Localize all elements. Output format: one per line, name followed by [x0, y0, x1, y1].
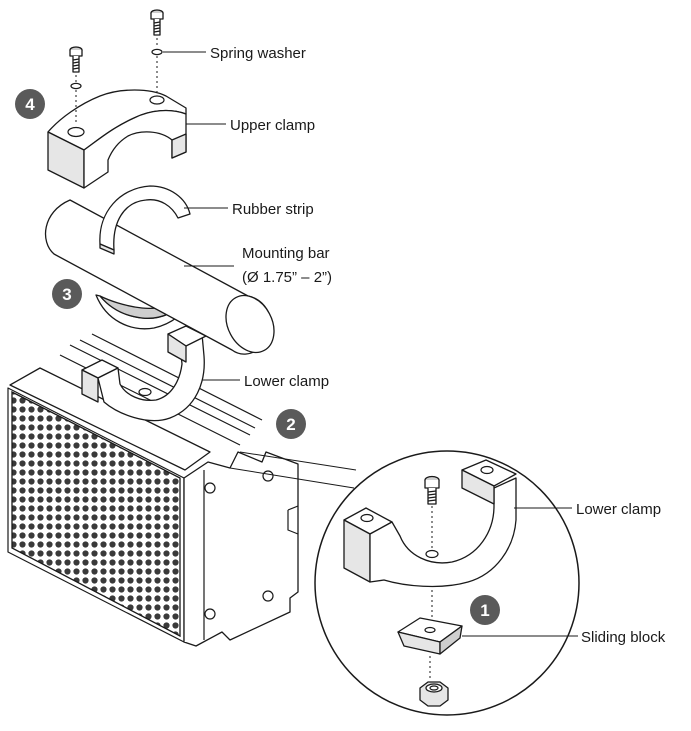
clamp-screw-hole-icon: [360, 513, 374, 523]
detail-screw: [424, 475, 440, 618]
washer-icon: [151, 48, 163, 56]
hex-nut-icon: [419, 681, 449, 707]
label-spring-washer: Spring washer: [210, 45, 306, 62]
label-lower-clamp-main: Lower clamp: [244, 373, 329, 390]
housing-hole-icon: [204, 608, 216, 620]
step-badge-4: 4: [15, 89, 45, 119]
leader-lines: [163, 51, 578, 637]
label-mounting-bar: Mounting bar: [242, 245, 330, 262]
step-badge-1: 1: [470, 595, 500, 625]
screw-left: [69, 46, 83, 124]
clamp-screw-hole-icon: [138, 387, 152, 397]
clamp-screw-hole-icon: [149, 95, 165, 105]
screw-right: [150, 9, 164, 92]
clamp-screw-hole-icon: [480, 465, 494, 475]
svg-text:2: 2: [286, 415, 295, 434]
housing-hole-icon: [204, 482, 216, 494]
clamp-screw-hole-icon: [425, 549, 439, 559]
detail-callout: [314, 450, 580, 716]
sliding-block: [397, 617, 463, 680]
clamp-screw-hole-icon: [67, 126, 85, 138]
label-upper-clamp: Upper clamp: [230, 117, 315, 134]
label-lower-clamp-detail: Lower clamp: [576, 501, 661, 518]
svg-text:1: 1: [480, 601, 489, 620]
speaker-housing: [7, 333, 299, 647]
lower-clamp-main: [81, 325, 207, 422]
upper-clamp: [47, 89, 187, 189]
svg-text:4: 4: [25, 95, 35, 114]
label-sliding-block: Sliding block: [581, 629, 666, 646]
svg-text:3: 3: [62, 285, 71, 304]
label-rubber-strip: Rubber strip: [232, 201, 314, 218]
rubber-strip-upper: [99, 185, 191, 255]
housing-hole-icon: [262, 470, 274, 482]
label-mounting-bar-diameter: (Ø 1.75” – 2”): [242, 269, 332, 286]
step-badge-2: 2: [276, 409, 306, 439]
washer-icon: [70, 82, 82, 90]
step-badge-3: 3: [52, 279, 82, 309]
detail-connector: [229, 451, 357, 489]
housing-hole-icon: [262, 590, 274, 602]
speaker-grille: [11, 390, 181, 638]
